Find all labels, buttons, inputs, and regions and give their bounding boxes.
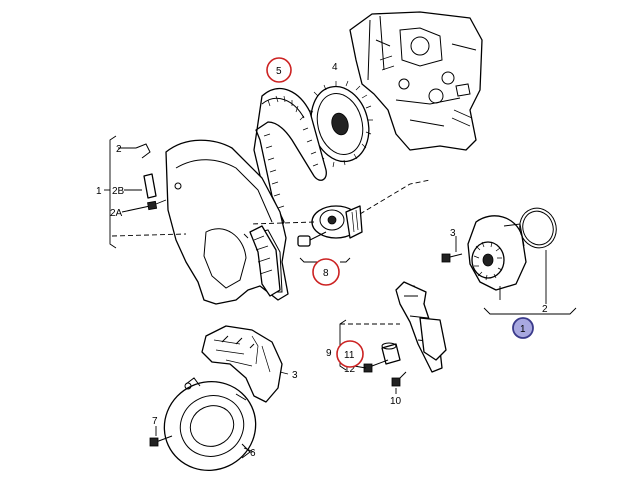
- lower-timing-cover: [201, 325, 289, 403]
- callout-8: 8: [323, 268, 329, 279]
- callout-2a: 2A: [110, 208, 123, 219]
- callout-3-lower: 3: [292, 370, 298, 381]
- callout-11-highlight[interactable]: 11: [336, 340, 364, 368]
- callout-12: 12: [344, 364, 356, 375]
- rear-cover-plate: [149, 377, 257, 472]
- water-pump: [441, 207, 577, 315]
- callout-2-left: 2: [116, 144, 122, 155]
- callout-3-right: 3: [450, 228, 456, 239]
- callout-10: 10: [390, 396, 402, 407]
- idler-bracket: [339, 281, 447, 394]
- callout-2-right: 2: [542, 304, 548, 315]
- callout-8-highlight[interactable]: 8: [312, 258, 340, 286]
- callout-4: 4: [332, 62, 338, 73]
- upper-timing-cover: [111, 139, 289, 305]
- belt-tensioner: [249, 179, 431, 263]
- callout-1-left: 1: [96, 186, 102, 197]
- callout-6: 6: [250, 448, 256, 459]
- callout-1-highlight[interactable]: 1: [512, 317, 534, 339]
- callout-2b: 2B: [112, 186, 125, 197]
- callout-1-right: 1: [520, 324, 526, 335]
- callout-5: 5: [276, 66, 282, 77]
- timing-belt: [253, 87, 327, 229]
- callout-9: 9: [326, 348, 332, 359]
- callout-5-highlight[interactable]: 5: [266, 57, 292, 83]
- callout-7: 7: [152, 416, 158, 427]
- callout-labels: 1 2 2B 2A 4 3 6 7 9 12 10 3 2: [96, 62, 548, 459]
- engine-block: [349, 11, 483, 151]
- callout-11: 11: [344, 350, 355, 361]
- camshaft-sprocket: [306, 80, 373, 168]
- left-group-bracket: [104, 135, 142, 249]
